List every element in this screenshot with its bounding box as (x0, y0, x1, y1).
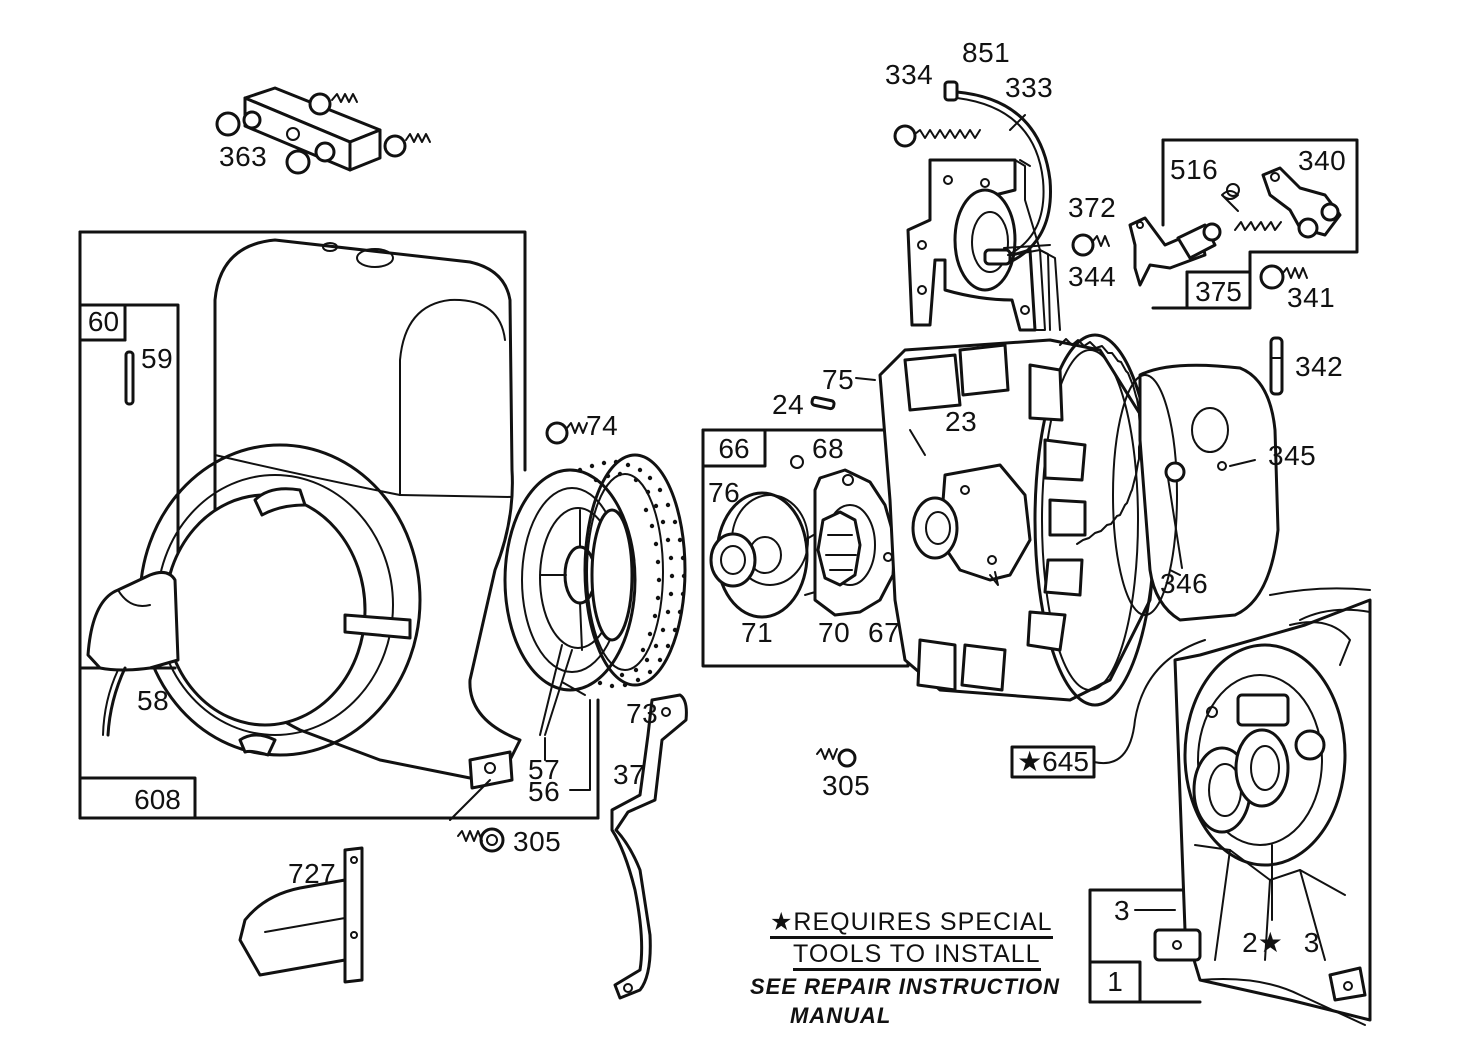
part-37-air-baffle (610, 693, 688, 1000)
label-75: 75 (822, 364, 855, 395)
label-71: 71 (741, 617, 774, 648)
part-340-lever (1234, 166, 1342, 239)
label-74: 74 (586, 410, 619, 441)
part-851-ground-wire (943, 80, 1052, 264)
part-375-brake-assembly (1128, 216, 1222, 287)
part-73-rotating-screen (577, 453, 687, 689)
part-76-seal (709, 532, 757, 588)
label-23: 23 (945, 406, 978, 437)
leader-lines (449, 114, 1273, 921)
label-60: 60 (87, 306, 120, 337)
label-342: 342 (1295, 351, 1344, 382)
label-59: 59 (141, 343, 174, 374)
label-344: 344 (1068, 261, 1117, 292)
part-24-key (810, 395, 836, 411)
label-68: 68 (812, 433, 845, 464)
part-74-screw (545, 421, 588, 445)
part-516-spring (1221, 183, 1240, 212)
label-851: 851 (962, 37, 1011, 68)
label-345: 345 (1268, 440, 1317, 471)
label-56: 56 (528, 776, 561, 807)
label-333: 333 (1005, 72, 1054, 103)
note-see-repair: SEE REPAIR INSTRUCTION (750, 974, 1061, 999)
part-70-ratchet (816, 510, 862, 587)
part-75-fan-lead (855, 377, 876, 381)
label-363: 363 (219, 141, 268, 172)
part-342-pin (1269, 336, 1284, 396)
label-346: 346 (1160, 568, 1209, 599)
label-3-box: 3 (1303, 927, 1320, 958)
part-333-armature (906, 158, 1061, 332)
label-372: 372 (1068, 192, 1117, 223)
part-344-screw (1071, 233, 1110, 257)
part-345-plate (1112, 363, 1280, 622)
label-3-upper: 3 (1114, 895, 1131, 926)
label-516: 516 (1170, 154, 1219, 185)
part-23-flywheel (878, 333, 1162, 707)
label-608: 608 (134, 784, 181, 815)
part-346-screw (1164, 461, 1186, 569)
part-727-air-guide (238, 846, 364, 984)
note-tools-to-install: TOOLS TO INSTALL (793, 940, 1041, 971)
label-70: 70 (818, 617, 851, 648)
note-requires-special: ★REQUIRES SPECIAL (770, 908, 1053, 939)
label-67: 67 (868, 617, 901, 648)
label-334: 334 (885, 59, 934, 90)
part-341-screw (1259, 264, 1308, 290)
label-2: 2★ (1242, 927, 1283, 958)
label-66: 66 (718, 433, 750, 464)
box-375-frame (1151, 138, 1359, 310)
label-341: 341 (1287, 282, 1336, 313)
label-727: 727 (288, 858, 337, 889)
label-305-lower: 305 (513, 826, 562, 857)
label-24: 24 (772, 389, 805, 420)
part-1-crankcase (1153, 598, 1372, 1026)
label-645: ★645 (1017, 746, 1089, 777)
label-375: 375 (1195, 276, 1242, 307)
part-363-bracket (215, 86, 431, 175)
crankcase-shaft-background (1269, 587, 1371, 621)
part-68-ball (790, 455, 804, 469)
label-57: 57 (528, 754, 561, 785)
part-305-screw-center (816, 748, 857, 768)
label-76: 76 (708, 477, 741, 508)
label-305-center: 305 (822, 770, 871, 801)
part-59-pin (124, 350, 135, 406)
part-305-screw-lower (457, 827, 505, 853)
label-73: 73 (626, 698, 659, 729)
label-58: 58 (137, 685, 170, 716)
note-manual: MANUAL (790, 1003, 892, 1028)
part-334-screw (893, 124, 981, 148)
label-340: 340 (1298, 145, 1347, 176)
part-58-starter-handle (86, 570, 180, 737)
label-1: 1 (1107, 966, 1123, 997)
label-37: 37 (613, 759, 646, 790)
box-608-frame (78, 230, 600, 820)
part-608-blower-housing (138, 238, 522, 790)
